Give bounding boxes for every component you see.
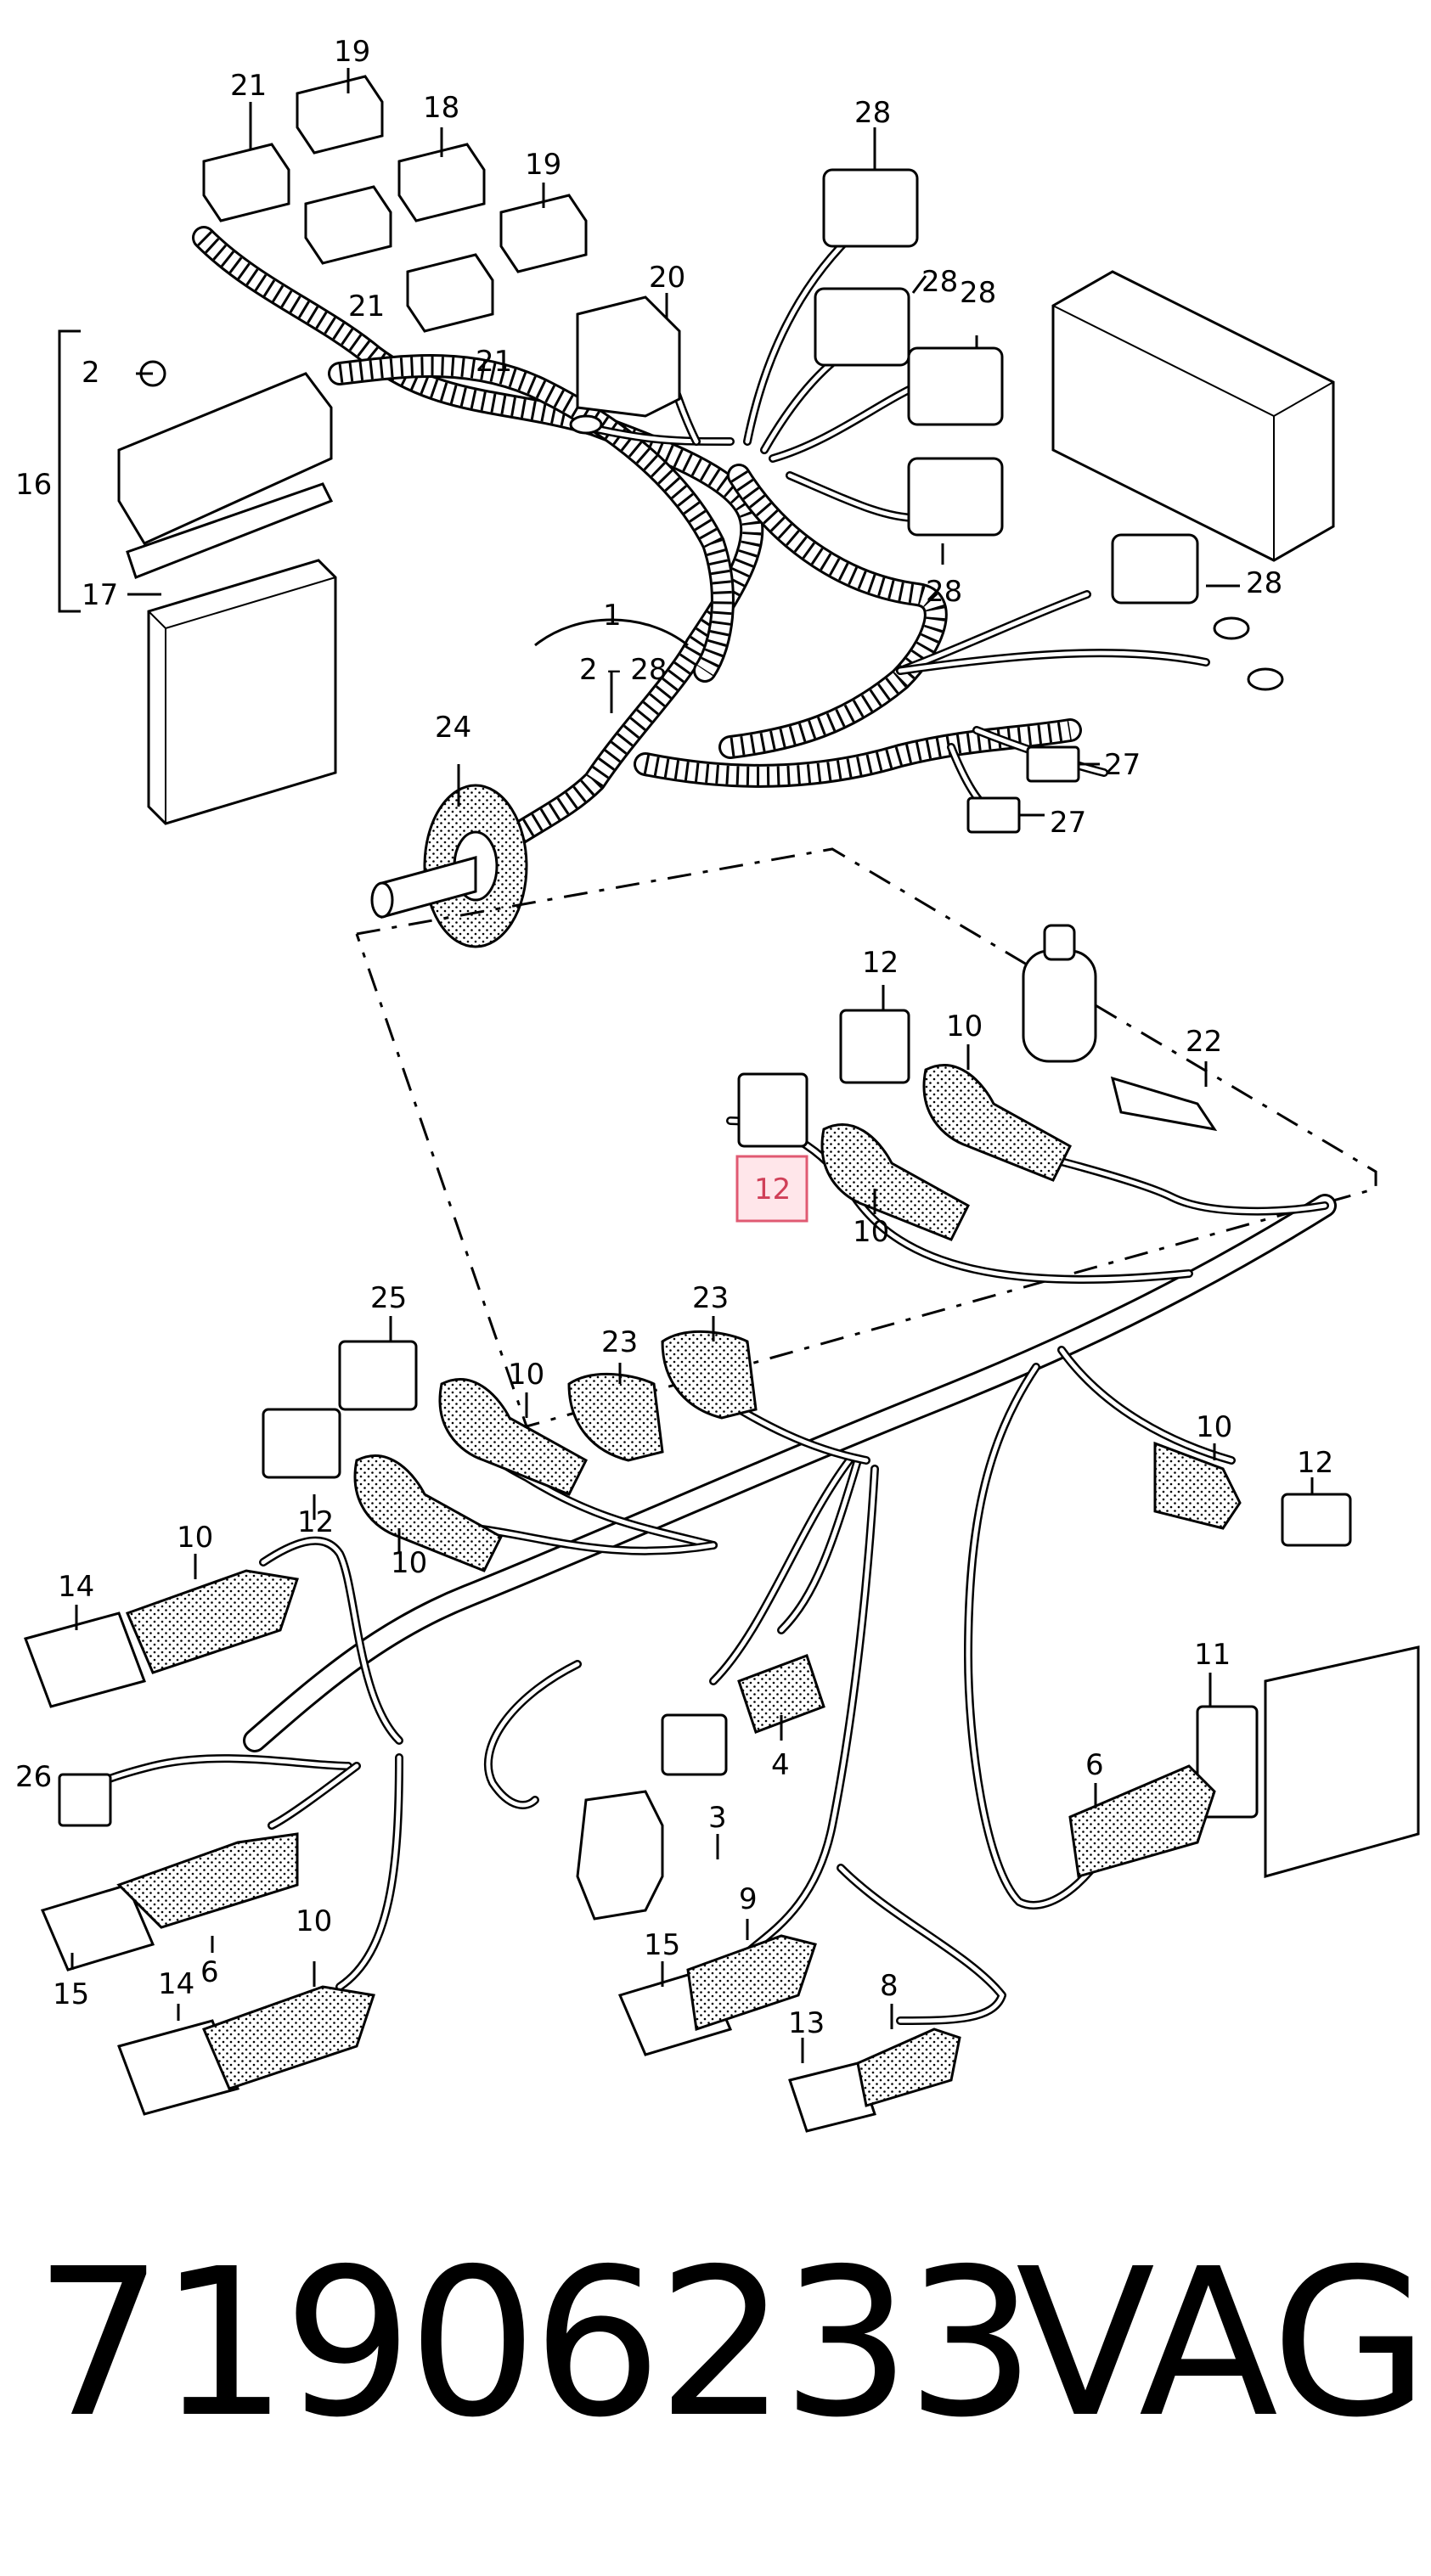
callout-25: 25 [370,1281,407,1315]
callout-10: 10 [946,1010,983,1043]
callout-9: 9 [739,1882,758,1916]
callout-12: 12 [862,946,899,980]
callout-1: 1 [603,599,622,633]
control-unit [117,360,337,825]
callout-10: 10 [853,1215,889,1249]
relay-connectors [202,75,681,418]
callout-10: 10 [177,1521,213,1555]
callout-28: 28 [854,96,891,130]
callout-11: 11 [1194,1638,1231,1672]
callout-14: 14 [58,1570,94,1604]
callout-6: 6 [200,1955,219,1989]
callout-2-28: 2 – 28 [579,653,668,687]
lower-components [24,924,1420,2133]
callout-26: 26 [15,1760,52,1794]
grommet [370,784,528,948]
callout-16: 16 [15,468,52,502]
callout-23: 23 [601,1325,638,1359]
callout-4: 4 [771,1748,790,1782]
callout-21: 21 [476,345,512,379]
callout-15: 15 [53,1977,89,2011]
callout-28: 28 [960,276,996,310]
callout-17: 17 [82,578,118,612]
callout-22: 22 [1186,1025,1222,1059]
callout-20: 20 [649,261,685,295]
callout-10: 10 [1196,1410,1232,1444]
callout-12: 12 [1297,1446,1333,1480]
assembly-boundary [355,847,1377,1428]
callout-12-highlighted: 12 [754,1173,791,1206]
callout-28: 28 [921,265,958,299]
callout-10: 10 [296,1904,332,1938]
callout-28: 28 [926,575,962,609]
callout-27: 27 [1104,748,1141,782]
leader-lines [58,68,1314,2063]
callout-27: 27 [1050,806,1086,840]
ring-terminals [569,414,1284,691]
callout-15: 15 [644,1928,680,1962]
callout-18: 18 [423,91,459,125]
callout-8: 8 [880,1969,899,2003]
callout-14: 14 [158,1967,194,2001]
callout-19: 19 [334,35,370,69]
callout-10: 10 [508,1358,544,1392]
callout-23: 23 [692,1281,729,1315]
callout-21: 21 [230,69,267,103]
part-number: 71906233 [34,2224,1036,2462]
callout-2: 2 [82,356,100,390]
callout-21: 21 [348,290,385,323]
callout-12: 12 [297,1505,334,1539]
connectors-28 [814,168,1199,605]
callout-13: 13 [788,2006,825,2040]
callout-labels: 21 19 18 19 20 21 21 28 28 28 28 28 2 16… [15,35,1333,2040]
callout-19: 19 [525,148,561,182]
callout-6: 6 [1085,1748,1104,1782]
relay-carrier [1051,270,1335,562]
highlighted-callout-box [735,1155,808,1223]
callout-10: 10 [391,1546,427,1580]
callout-24: 24 [435,711,471,745]
callout-3: 3 [708,1801,727,1835]
brand-name: VAG [1016,2224,1429,2462]
callout-28: 28 [1246,566,1282,600]
